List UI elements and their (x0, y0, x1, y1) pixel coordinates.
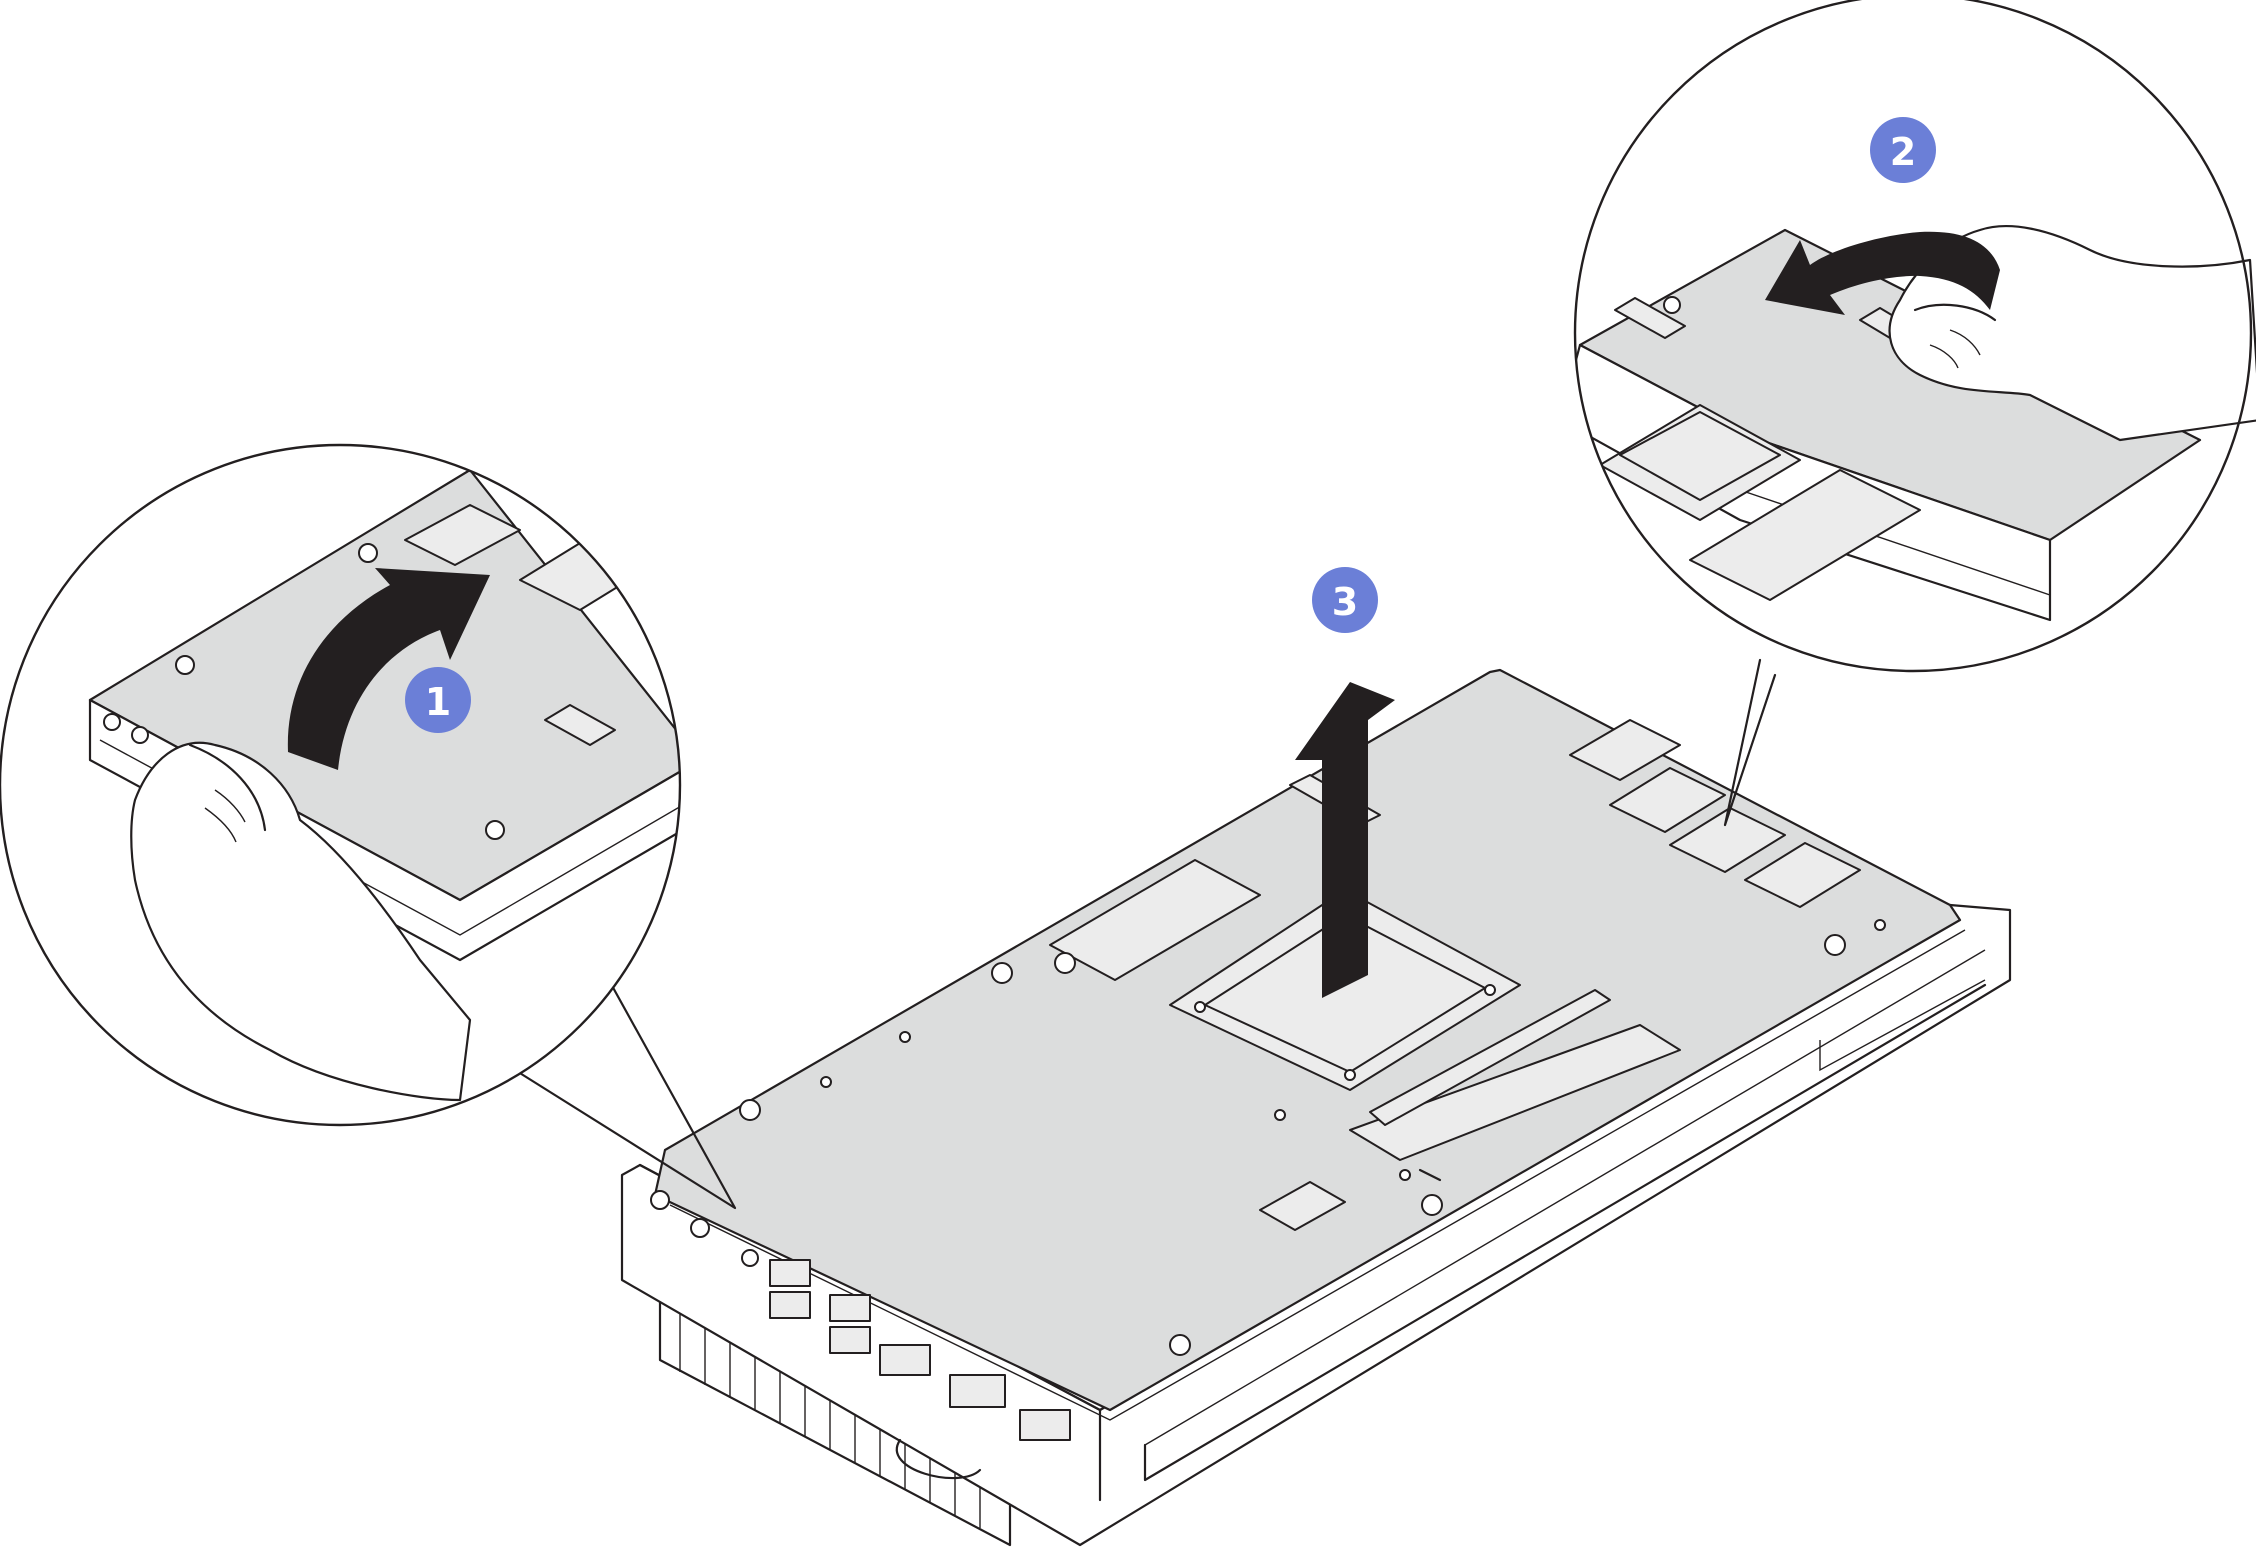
up-arrow-icon (1295, 682, 1395, 998)
front-io-ports (650, 1190, 1071, 1480)
magnifier-left (0, 443, 737, 1210)
callout-3: 3 (1312, 567, 1378, 633)
callout-2: 2 (1870, 117, 1936, 183)
curved-arrow-icon (287, 568, 490, 770)
svg-text:2: 2 (1890, 130, 1916, 174)
standoffs (739, 919, 1886, 1356)
main-assembly (620, 668, 2012, 1547)
right-pads (1569, 719, 1861, 908)
svg-text:3: 3 (1332, 580, 1358, 624)
magnifier-right (1573, 0, 2256, 827)
hand-icon (130, 741, 472, 1102)
memory-slot (1349, 989, 1681, 1182)
svg-text:1: 1 (425, 680, 451, 724)
processor-plate (1169, 889, 1521, 1091)
curved-arrow-icon (1765, 231, 2000, 315)
callout-1: 1 (405, 667, 471, 733)
